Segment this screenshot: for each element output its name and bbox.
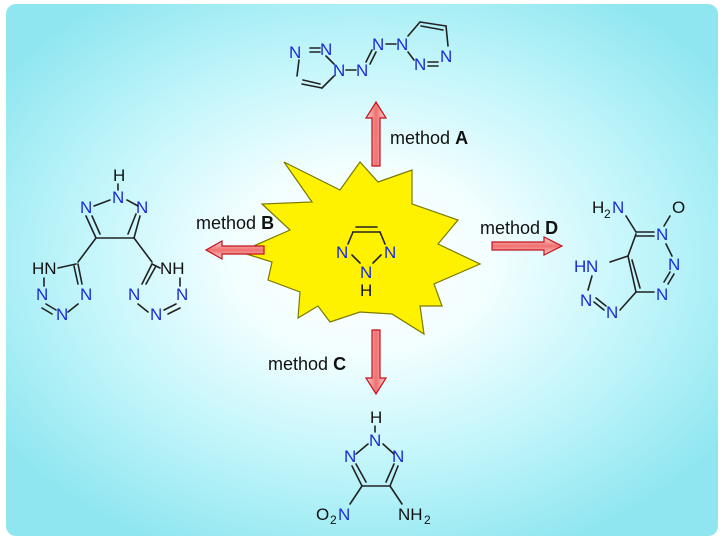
subscript: 2: [424, 513, 431, 527]
atom-n: N: [336, 243, 348, 262]
product-b-structure: H N N N HN N N N: [32, 166, 188, 324]
method-c-label: method C: [268, 354, 346, 374]
atom-h: H: [370, 408, 382, 427]
atom-n: N: [176, 285, 188, 304]
atom-n: N: [580, 291, 592, 310]
product-a-structure: N N N N N N N N: [289, 21, 452, 89]
atom-n: N: [36, 285, 48, 304]
atom-o: O: [672, 198, 685, 217]
atom-n: N: [56, 305, 68, 324]
atom-n: N: [356, 61, 368, 80]
product-d-structure: H 2 N O N N N H N N N: [574, 198, 685, 322]
atom-n: N: [136, 198, 148, 217]
atom-n: N: [656, 225, 668, 244]
atom-nh: NH: [160, 259, 185, 278]
arrow-method-d: [491, 236, 564, 256]
atom-n: N: [320, 40, 332, 59]
atom-n: N: [414, 55, 426, 74]
atom-n: N: [150, 305, 162, 324]
atom-h: H: [360, 281, 372, 300]
atom-n: N: [344, 447, 356, 466]
atom-n: N: [333, 61, 345, 80]
arrow-method-b: [204, 239, 265, 261]
atom-n: N: [369, 431, 381, 450]
atom-h: H: [592, 198, 604, 217]
atom-n: N: [668, 255, 680, 274]
atom-n: N: [440, 47, 452, 66]
atom-hn: HN: [32, 259, 57, 278]
method-d-label: method D: [480, 218, 558, 238]
atom-n: N: [128, 285, 140, 304]
atom-h: H: [113, 166, 125, 185]
arrow-method-c: [364, 329, 388, 396]
atom-h: H: [574, 257, 586, 276]
atom-n: N: [360, 263, 372, 282]
arrow-method-a: [364, 100, 388, 167]
atom-n: N: [606, 303, 618, 322]
product-c-structure: H N N N O 2 N NH 2: [316, 408, 431, 527]
atom-n: N: [392, 447, 404, 466]
atom-nh: NH: [398, 505, 423, 524]
atom-n: N: [338, 505, 350, 524]
atom-n: N: [384, 243, 396, 262]
atom-n: N: [80, 198, 92, 217]
atom-n: N: [112, 188, 124, 207]
subscript: 2: [604, 207, 611, 221]
atom-n: N: [372, 35, 384, 54]
atom-n: N: [656, 285, 668, 304]
atom-n: N: [80, 285, 92, 304]
central-triazole: N N N H: [336, 226, 396, 300]
atom-n: N: [289, 43, 301, 62]
method-a-label: method A: [390, 128, 468, 148]
method-b-label: method B: [196, 213, 274, 233]
star-burst: [238, 161, 482, 336]
atom-n: N: [396, 35, 408, 54]
atom-o: O: [316, 505, 329, 524]
atom-n: N: [586, 257, 598, 276]
atom-n: N: [612, 198, 624, 217]
subscript: 2: [330, 513, 337, 527]
